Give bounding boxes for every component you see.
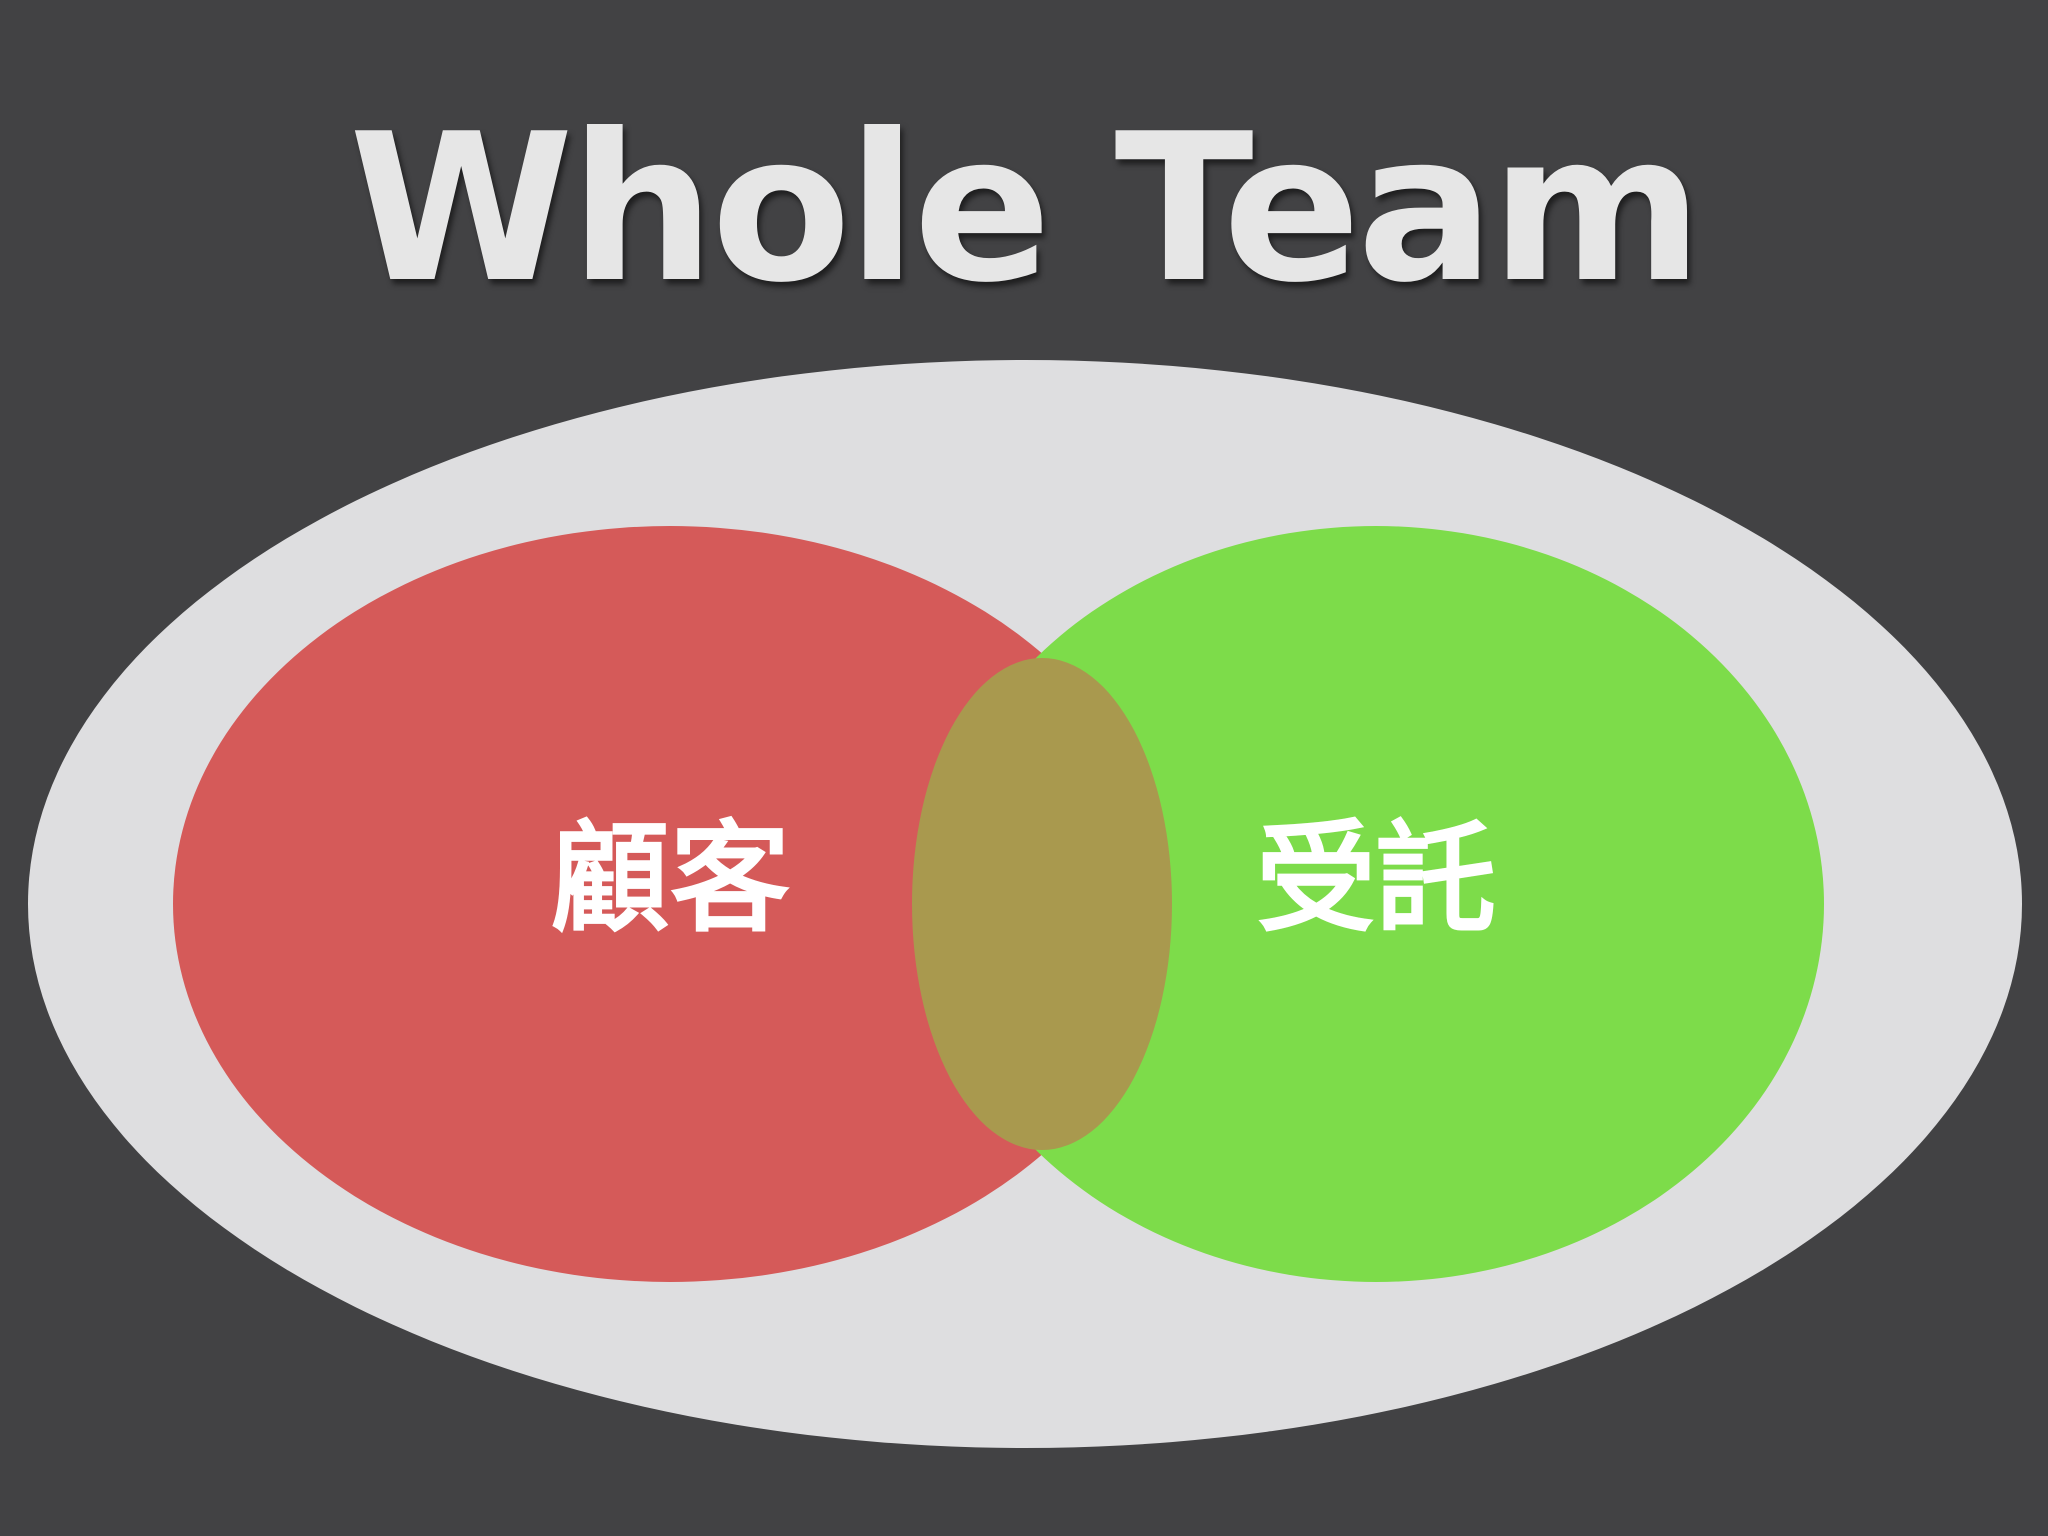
- customer-label: 顧客: [550, 810, 790, 949]
- overlap-ellipse: [912, 658, 1172, 1150]
- contractor-ellipse: [928, 526, 1824, 1282]
- customer-ellipse: [173, 526, 1167, 1282]
- slide-title: Whole Team: [348, 91, 1703, 328]
- contractor-label: 受託: [1256, 810, 1496, 949]
